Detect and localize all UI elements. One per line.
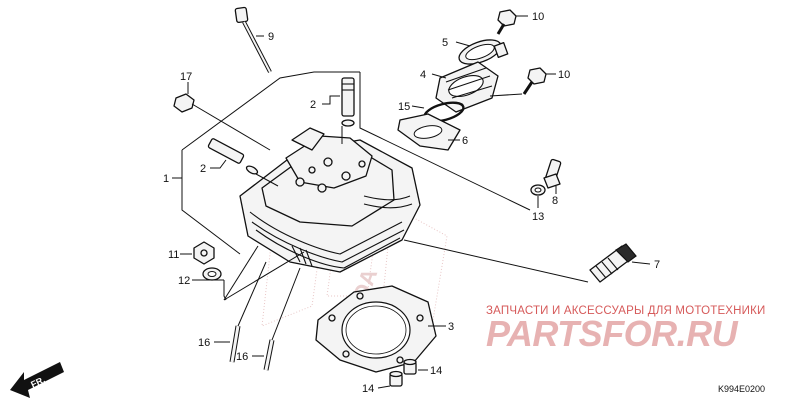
part-6-gasket: 6: [397, 113, 468, 151]
callout-9: 9: [268, 31, 274, 43]
callout-2-lower: 2: [200, 163, 206, 175]
callout-6: 6: [462, 135, 468, 147]
callout-7: 7: [654, 259, 660, 271]
callout-10-right: 10: [558, 69, 570, 81]
part-3-head-gasket: 3: [315, 285, 454, 373]
part-11-nut: 11: [168, 241, 215, 265]
part-4-insulator: 4: [420, 61, 499, 113]
part-2-valve-guide-upper: 2: [310, 77, 355, 144]
watermark-caption: ЗАПЧАСТИ И АКСЕССУАРЫ ДЛЯ МОТОТЕХНИКИ: [486, 305, 766, 317]
callout-12: 12: [178, 275, 190, 287]
part-16-stud-left: 16: [198, 261, 267, 363]
callout-11: 11: [168, 249, 179, 261]
part-17-bolt: 17: [173, 71, 271, 151]
assembly-outline: [172, 71, 531, 255]
callout-4: 4: [420, 69, 426, 81]
callout-17: 17: [180, 71, 192, 83]
callout-3: 3: [448, 321, 454, 333]
callout-10-top: 10: [532, 11, 544, 23]
callout-15: 15: [398, 101, 410, 113]
callout-14-left: 14: [362, 383, 374, 395]
callout-14-right: 14: [430, 365, 442, 377]
part-13-washer: 13: [530, 184, 546, 223]
callout-2-upper: 2: [310, 99, 316, 111]
callout-1: 1: [163, 173, 169, 185]
direction-arrow: FR.: [10, 362, 64, 398]
part-9-long-bolt: 9: [234, 6, 274, 73]
part-10-bolt-right: 10: [489, 67, 570, 97]
part-7-spark-plug: 7: [403, 239, 660, 283]
part-10-bolt-top: 10: [496, 9, 544, 35]
callout-5: 5: [442, 37, 448, 49]
callout-8: 8: [552, 195, 558, 207]
part-14-dowel-right: 14: [403, 358, 442, 377]
callout-13: 13: [532, 211, 544, 223]
part-2-valve-guide-lower: 2: [200, 138, 279, 187]
watermark-logo: PARTSFOR.RU: [486, 313, 738, 354]
part-12-washer: 12: [178, 245, 305, 301]
part-8-fitting: 8: [543, 158, 562, 207]
part-16-stud-right: 16: [236, 267, 301, 371]
cylinder-head: [239, 127, 421, 273]
callout-16-right: 16: [236, 351, 248, 363]
part-14-dowel-left: 14: [362, 370, 403, 395]
part-5-clamp-band: 5: [442, 37, 509, 65]
drawing-code: K994E0200: [718, 384, 765, 394]
callout-16-left: 16: [198, 337, 210, 349]
